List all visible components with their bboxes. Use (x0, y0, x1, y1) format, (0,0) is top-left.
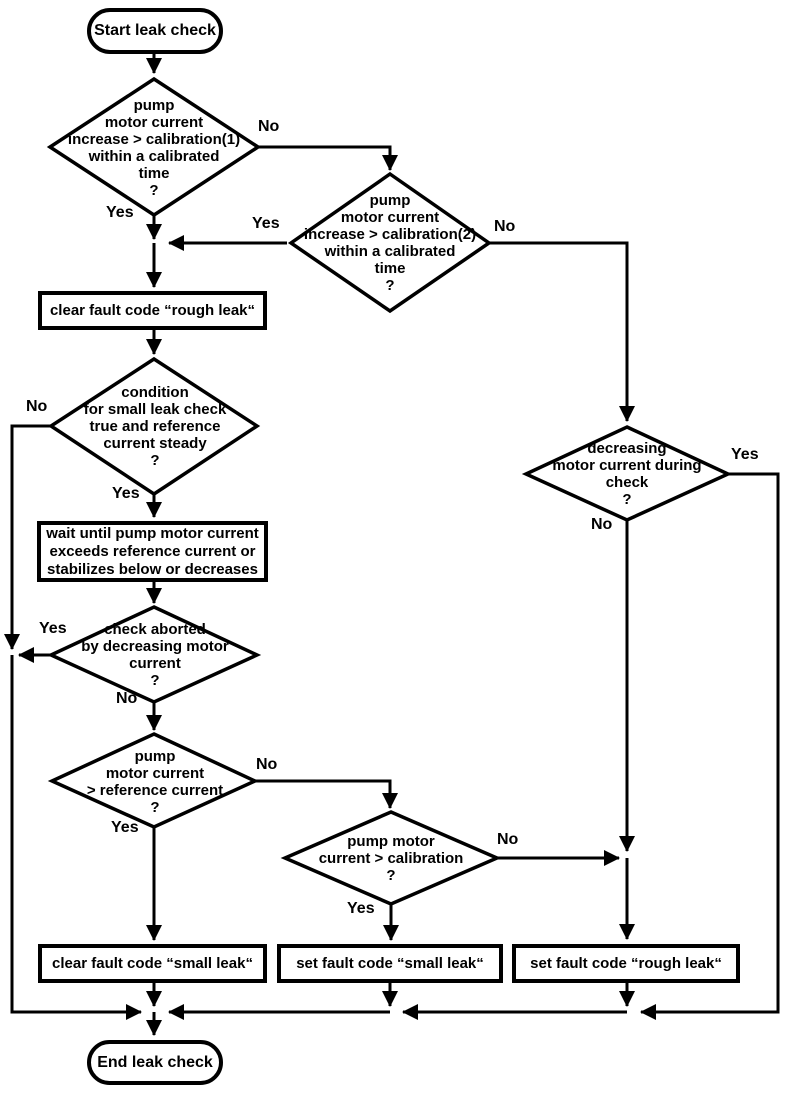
label-rough1-no: No (258, 118, 280, 135)
edge-d7-yes-right-rail (640, 472, 780, 1020)
label-rough2-yes: Yes (252, 215, 280, 232)
process-clear-small-leak: clear fault code “small leak“ (38, 944, 267, 983)
label-calibration-no: No (497, 831, 519, 848)
decision-reference-text: pump motor current > reference current ? (86, 748, 224, 816)
edge-left-rail-to-merge (10, 655, 142, 1020)
label-decreasing-no: No (591, 516, 613, 533)
decision-rough-2-text: pump motor current increase > calibratio… (303, 192, 477, 294)
label-aborted-yes: Yes (39, 620, 67, 637)
label-condition-no: No (26, 398, 48, 415)
decision-calibration-shape (280, 810, 502, 906)
decision-rough-1-shape (46, 76, 262, 218)
label-calibration-yes: Yes (347, 900, 375, 917)
label-reference-no: No (256, 756, 278, 773)
decision-rough-1-text: pump motor current increase > calibratio… (67, 97, 241, 199)
process-set-small-leak: set fault code “small leak“ (277, 944, 503, 983)
edge-d2-no-to-d7 (489, 241, 635, 422)
decision-decreasing-shape (521, 425, 733, 522)
label-rough1-yes: Yes (106, 204, 134, 221)
decision-aborted-shape (46, 605, 262, 704)
process-wait-motor-current: wait until pump motor current exceeds re… (37, 521, 268, 582)
edge-d5-no-to-d6 (255, 779, 398, 809)
label-decreasing-yes: Yes (731, 446, 759, 463)
decision-decreasing-text: decreasing motor current during check ? (552, 440, 702, 508)
decision-condition-text: condition for small leak check true and … (83, 384, 227, 469)
label-aborted-no: No (116, 690, 138, 707)
process-clear-rough-leak: clear fault code “rough leak“ (38, 291, 267, 330)
label-condition-yes: Yes (112, 485, 140, 502)
decision-calibration-text: pump motor current > calibration ? (318, 833, 464, 884)
edge-d1-no-to-d2 (258, 145, 398, 171)
decision-condition-shape (47, 356, 261, 497)
process-set-rough-leak: set fault code “rough leak“ (512, 944, 740, 983)
label-reference-yes: Yes (111, 819, 139, 836)
edge-d3-no-left-down (4, 424, 51, 650)
decision-rough-2-shape (287, 171, 493, 314)
start-node: Start leak check (87, 8, 223, 54)
label-rough2-no: No (494, 218, 516, 235)
decision-aborted-text: check aborted by decreasing motor curren… (81, 621, 229, 689)
end-node: End leak check (87, 1040, 223, 1085)
decision-reference-shape (47, 732, 260, 829)
